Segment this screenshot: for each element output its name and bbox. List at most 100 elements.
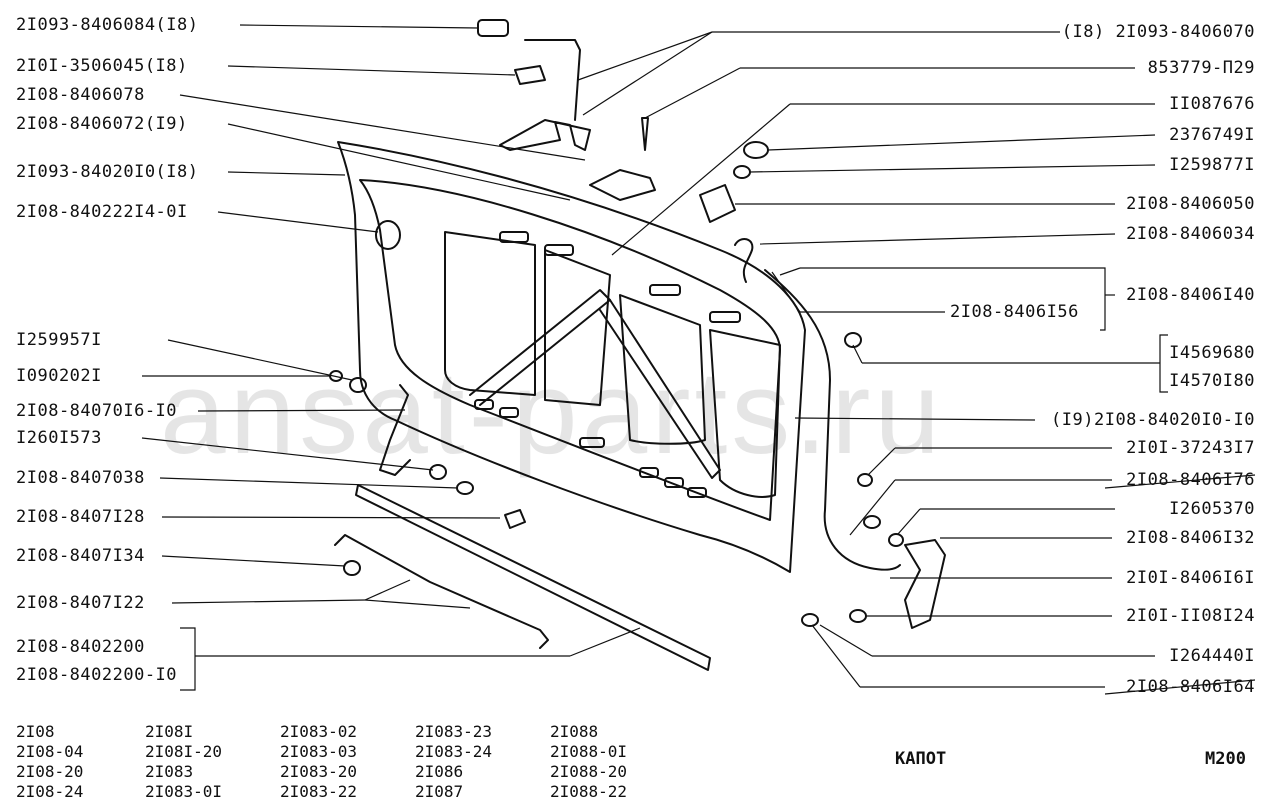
label-left-5: 2I08-840222I4-0I [16, 202, 188, 222]
label-right-4: I259877I [1169, 155, 1255, 175]
clip [844, 332, 862, 348]
model-item: 2I083-03 [280, 742, 358, 761]
diagonal-rib-right [599, 299, 721, 479]
model-item: 2I083-22 [280, 782, 358, 801]
label-right-1: 853779-П29 [1147, 58, 1255, 78]
inner-opening-far-right [709, 329, 781, 498]
hood-inner-frame [359, 179, 781, 521]
release-handle [904, 539, 946, 629]
model-item: 2I083-20 [280, 762, 358, 781]
inner-opening-left [444, 231, 536, 396]
catch-plate [514, 65, 546, 85]
label-right-12: 2I0I-37243I7 [1126, 438, 1255, 458]
page-code: M200 [1205, 749, 1246, 769]
model-item: 2I08I [145, 722, 194, 741]
washer-small [849, 609, 867, 623]
hood-lock [589, 169, 656, 201]
model-column-1: 2I08I 2I08I-20 2I083 2I083-0I [145, 722, 222, 802]
nut [733, 165, 751, 179]
label-right-5: 2I08-8406050 [1126, 194, 1255, 214]
support-rod [334, 534, 549, 649]
label-left-11: 2I08-8407I28 [16, 507, 145, 527]
label-left-10: 2I08-8407038 [16, 468, 145, 488]
hook-spring [734, 238, 754, 283]
diagonal-rib-left [469, 289, 611, 406]
model-item: 2I08-24 [16, 782, 84, 801]
model-item: 2I088 [550, 722, 599, 741]
label-left-15: 2I08-8402200-I0 [16, 665, 178, 685]
label-right-15: 2I08-8406I32 [1126, 528, 1255, 548]
model-item: 2I083-0I [145, 782, 223, 801]
label-left-13: 2I08-8407I22 [16, 593, 145, 613]
label-left-1: 2I0I-3506045(I8) [16, 56, 188, 76]
label-right-3: 2376749I [1169, 125, 1255, 145]
model-item: 2I08I-20 [145, 742, 223, 761]
label-right-10: I4570I80 [1169, 371, 1255, 391]
model-item: 2I08-04 [16, 742, 84, 761]
rubber-buffer [375, 220, 401, 250]
watermark: ansat-parts.ru [160, 347, 944, 479]
bolt-I259957I [349, 377, 367, 393]
fastener [857, 473, 873, 487]
label-left-12: 2I08-8407I34 [16, 546, 145, 566]
label-left-4: 2I093-84020I0(I8) [16, 162, 199, 182]
label-right-2: II087676 [1169, 94, 1255, 114]
label-right-9: I4569680 [1169, 343, 1255, 363]
hood-panel [337, 141, 806, 573]
label-left-7: I090202I [16, 366, 102, 386]
clip-8407I28 [504, 509, 526, 529]
model-item: 2I088-20 [550, 762, 628, 781]
model-item: 2I086 [415, 762, 464, 781]
model-item: 2I083-24 [415, 742, 493, 761]
prop-bracket [379, 384, 411, 476]
model-item: 2I088-22 [550, 782, 628, 801]
model-item: 2I083 [145, 762, 194, 781]
bolt-8407038 [456, 481, 474, 495]
model-column-0: 2I08 2I08-04 2I08-20 2I08-24 [16, 722, 83, 802]
label-left-6: I259957I [16, 330, 102, 350]
model-item: 2I083-02 [280, 722, 358, 741]
holder-8407I34 [343, 560, 361, 576]
inner-opening-right [619, 294, 706, 445]
label-right-11: (I9)2I08-84020I0-I0 [1051, 410, 1255, 430]
buffer [699, 184, 736, 223]
label-right-7: 2I08-8406I40 [1126, 285, 1255, 305]
label-left-14: 2I08-8402200 [16, 637, 145, 657]
label-right-17: 2I0I-II08I24 [1126, 606, 1255, 626]
latch-bracket [499, 119, 591, 151]
label-right-18: I264440I [1169, 646, 1255, 666]
lock-rod [524, 39, 581, 121]
inner-opening-center [544, 249, 611, 406]
model-item: 2I08-20 [16, 762, 84, 781]
page-title: КАПОТ [895, 749, 947, 769]
label-right-8: 2I08-8406I56 [950, 302, 1079, 322]
label-right-0: (I8) 2I093-8406070 [1061, 22, 1255, 42]
model-item: 2I083-23 [415, 722, 493, 741]
label-left-8: 2I08-84070I6-I0 [16, 401, 178, 421]
label-right-13: 2I08-8406I76 [1126, 470, 1255, 490]
model-item: 2I088-0I [550, 742, 628, 761]
model-column-3: 2I083-23 2I083-24 2I086 2I087 [415, 722, 492, 802]
label-left-2: 2I08-8406078 [16, 85, 145, 105]
seal-strip [355, 484, 711, 671]
label-left-3: 2I08-8406072(I9) [16, 114, 188, 134]
model-item: 2I08 [16, 722, 55, 741]
bushing [863, 515, 881, 529]
nut-small [888, 533, 904, 547]
washer [743, 141, 769, 159]
label-right-16: 2I0I-8406I6I [1126, 568, 1255, 588]
model-item: 2I087 [415, 782, 464, 801]
label-right-14: I2605370 [1169, 499, 1255, 519]
pin [641, 117, 649, 151]
bolt-head [801, 613, 819, 627]
model-column-2: 2I083-02 2I083-03 2I083-20 2I083-22 [280, 722, 357, 802]
label-right-6: 2I08-8406034 [1126, 224, 1255, 244]
lock-cylinder [477, 19, 509, 37]
nut-I260I573 [429, 464, 447, 480]
label-left-9: I260I573 [16, 428, 102, 448]
release-cable [764, 269, 901, 571]
label-right-19: 2I08-8406I64 [1126, 677, 1255, 697]
model-column-4: 2I088 2I088-0I 2I088-20 2I088-22 [550, 722, 627, 802]
